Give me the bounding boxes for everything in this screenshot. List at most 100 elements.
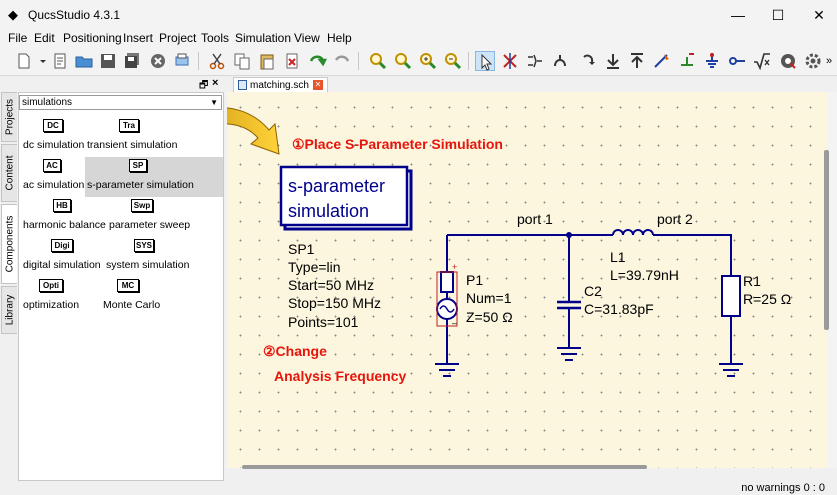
sp-icon: SP	[129, 159, 147, 172]
menu-insert[interactable]: Insert	[123, 31, 154, 45]
tab-content[interactable]: Content	[1, 144, 17, 202]
system-icon: SYS	[134, 239, 154, 252]
menu-tools[interactable]: Tools	[201, 31, 230, 45]
status-bar: no warnings 0 : 0	[0, 481, 837, 495]
menu-project[interactable]: Project	[159, 31, 197, 45]
menu-view[interactable]: View	[294, 31, 320, 45]
mirror-y-icon[interactable]	[550, 51, 570, 71]
save-all-icon[interactable]	[122, 51, 142, 71]
zoom-fit-icon[interactable]	[368, 51, 388, 71]
tab-components[interactable]: Components	[1, 204, 17, 284]
svg-text:+: +	[452, 262, 457, 272]
maximize-button[interactable]: ☐	[771, 7, 785, 23]
schematic-file-icon	[238, 80, 247, 91]
save-icon[interactable]	[98, 51, 118, 71]
insert-port-icon[interactable]	[727, 51, 747, 71]
title-bar: ◆ QucsStudio 4.3.1 — ☐ ✕	[0, 0, 837, 30]
sp-block[interactable]	[279, 165, 409, 227]
paste-icon[interactable]	[257, 51, 277, 71]
rotate-icon[interactable]	[578, 51, 598, 71]
vertical-scroll-thumb[interactable]	[824, 150, 829, 330]
component-parameter-sweep[interactable]: Swp parameter sweep	[109, 199, 191, 231]
new-text-icon[interactable]	[50, 51, 70, 71]
c2-value: C=31.83pF	[584, 301, 654, 317]
delete-icon[interactable]	[282, 51, 302, 71]
component-harmonic-balance[interactable]: HB harmonic balance	[23, 199, 106, 231]
resistor-r1[interactable]	[721, 275, 741, 317]
p1-name: P1	[466, 272, 483, 288]
tab-library[interactable]: Library	[1, 286, 17, 334]
simulate-icon[interactable]	[778, 51, 798, 71]
sp-name: SP1	[288, 241, 315, 257]
deactivate-icon[interactable]	[500, 51, 520, 71]
new-file-icon[interactable]	[14, 51, 34, 71]
annotation-step1: ①Place S-Parameter Simulation	[292, 136, 503, 152]
selected-item-highlight	[85, 157, 223, 197]
chevron-down-icon: ▼	[210, 98, 218, 107]
component-digital-simulation[interactable]: Digi digital simulation	[23, 239, 101, 271]
enter-subcircuit-icon[interactable]	[603, 51, 623, 71]
annotation-step2-line1: ②Change	[263, 343, 327, 359]
menu-edit[interactable]: Edit	[34, 31, 55, 45]
menu-help[interactable]: Help	[327, 31, 352, 45]
inductor-l1[interactable]	[612, 229, 654, 236]
tab-close-icon[interactable]: ✕	[312, 80, 323, 91]
toolbar: »	[0, 46, 837, 76]
insert-wire-icon[interactable]	[652, 51, 672, 71]
port2-label: port 2	[657, 211, 693, 227]
copy-icon[interactable]	[232, 51, 252, 71]
status-text: no warnings 0 : 0	[741, 482, 825, 494]
redo-icon[interactable]	[332, 51, 352, 71]
hb-icon: HB	[53, 199, 71, 212]
vertical-scrollbar[interactable]	[827, 92, 837, 468]
tab-projects[interactable]: Projects	[1, 92, 17, 142]
menu-positioning[interactable]: Positioning	[63, 31, 122, 45]
print-icon[interactable]	[172, 51, 192, 71]
exit-subcircuit-icon[interactable]	[627, 51, 647, 71]
component-dc-simulation[interactable]: DC dc simulation	[23, 119, 85, 151]
menu-simulation[interactable]: Simulation	[235, 31, 292, 45]
l1-value: L=39.79nH	[610, 267, 679, 283]
cut-icon[interactable]	[207, 51, 227, 71]
category-dropdown[interactable]: simulations ▼	[19, 95, 222, 110]
component-optimization[interactable]: Opti optimization	[23, 279, 80, 311]
component-ac-simulation[interactable]: AC ac simulation	[23, 159, 85, 191]
insert-equation-icon[interactable]	[752, 51, 772, 71]
digital-icon: Digi	[51, 239, 73, 252]
schematic-drawing: s-parameter simulation SP1 Type=lin Star…	[227, 107, 791, 384]
port-p1[interactable]: + –	[436, 262, 458, 328]
undo-icon[interactable]	[307, 51, 328, 71]
insert-ground-icon[interactable]	[702, 51, 722, 71]
component-transient-simulation[interactable]: Tra transient simulation	[87, 119, 178, 151]
horizontal-scroll-thumb[interactable]	[242, 465, 647, 469]
minimize-button[interactable]: —	[731, 7, 745, 23]
document-tab-bar: matching.sch✕	[227, 77, 837, 92]
ground-symbols	[435, 347, 743, 377]
sp-block-line2: simulation	[288, 201, 369, 221]
tab-matching-sch[interactable]: matching.sch✕	[233, 77, 328, 92]
insert-label-icon[interactable]	[677, 51, 697, 71]
zoom-in-icon[interactable]	[418, 51, 438, 71]
zoom-out-icon[interactable]	[443, 51, 463, 71]
component-monte-carlo[interactable]: MC Monte Carlo	[103, 279, 161, 311]
open-folder-icon[interactable]	[74, 51, 94, 71]
wires	[446, 234, 732, 364]
dock-close-button[interactable]: ×	[212, 77, 219, 89]
new-dropdown-icon[interactable]	[33, 51, 46, 71]
select-pointer-icon[interactable]	[475, 51, 495, 71]
settings-gear-icon[interactable]	[803, 51, 823, 71]
toolbar-overflow-icon[interactable]: »	[826, 55, 833, 67]
capacitor-c2[interactable]	[557, 292, 581, 314]
menu-file[interactable]: File	[8, 31, 28, 45]
float-icon[interactable]: 🗗	[199, 80, 209, 91]
component-system-simulation[interactable]: SYS system simulation	[106, 239, 190, 271]
p1-z: Z=50 Ω	[466, 309, 513, 325]
mirror-x-icon[interactable]	[525, 51, 545, 71]
optimization-icon: Opti	[39, 279, 63, 292]
zoom-selection-icon[interactable]	[393, 51, 413, 71]
sp-param-points: Points=101	[288, 314, 359, 330]
close-document-icon[interactable]	[148, 51, 168, 71]
components-panel: simulations ▼ DC dc simulation Tra trans…	[18, 92, 224, 481]
component-s-parameter-simulation[interactable]: SP s-parameter simulation	[87, 159, 194, 191]
close-window-button[interactable]: ✕	[813, 7, 825, 23]
